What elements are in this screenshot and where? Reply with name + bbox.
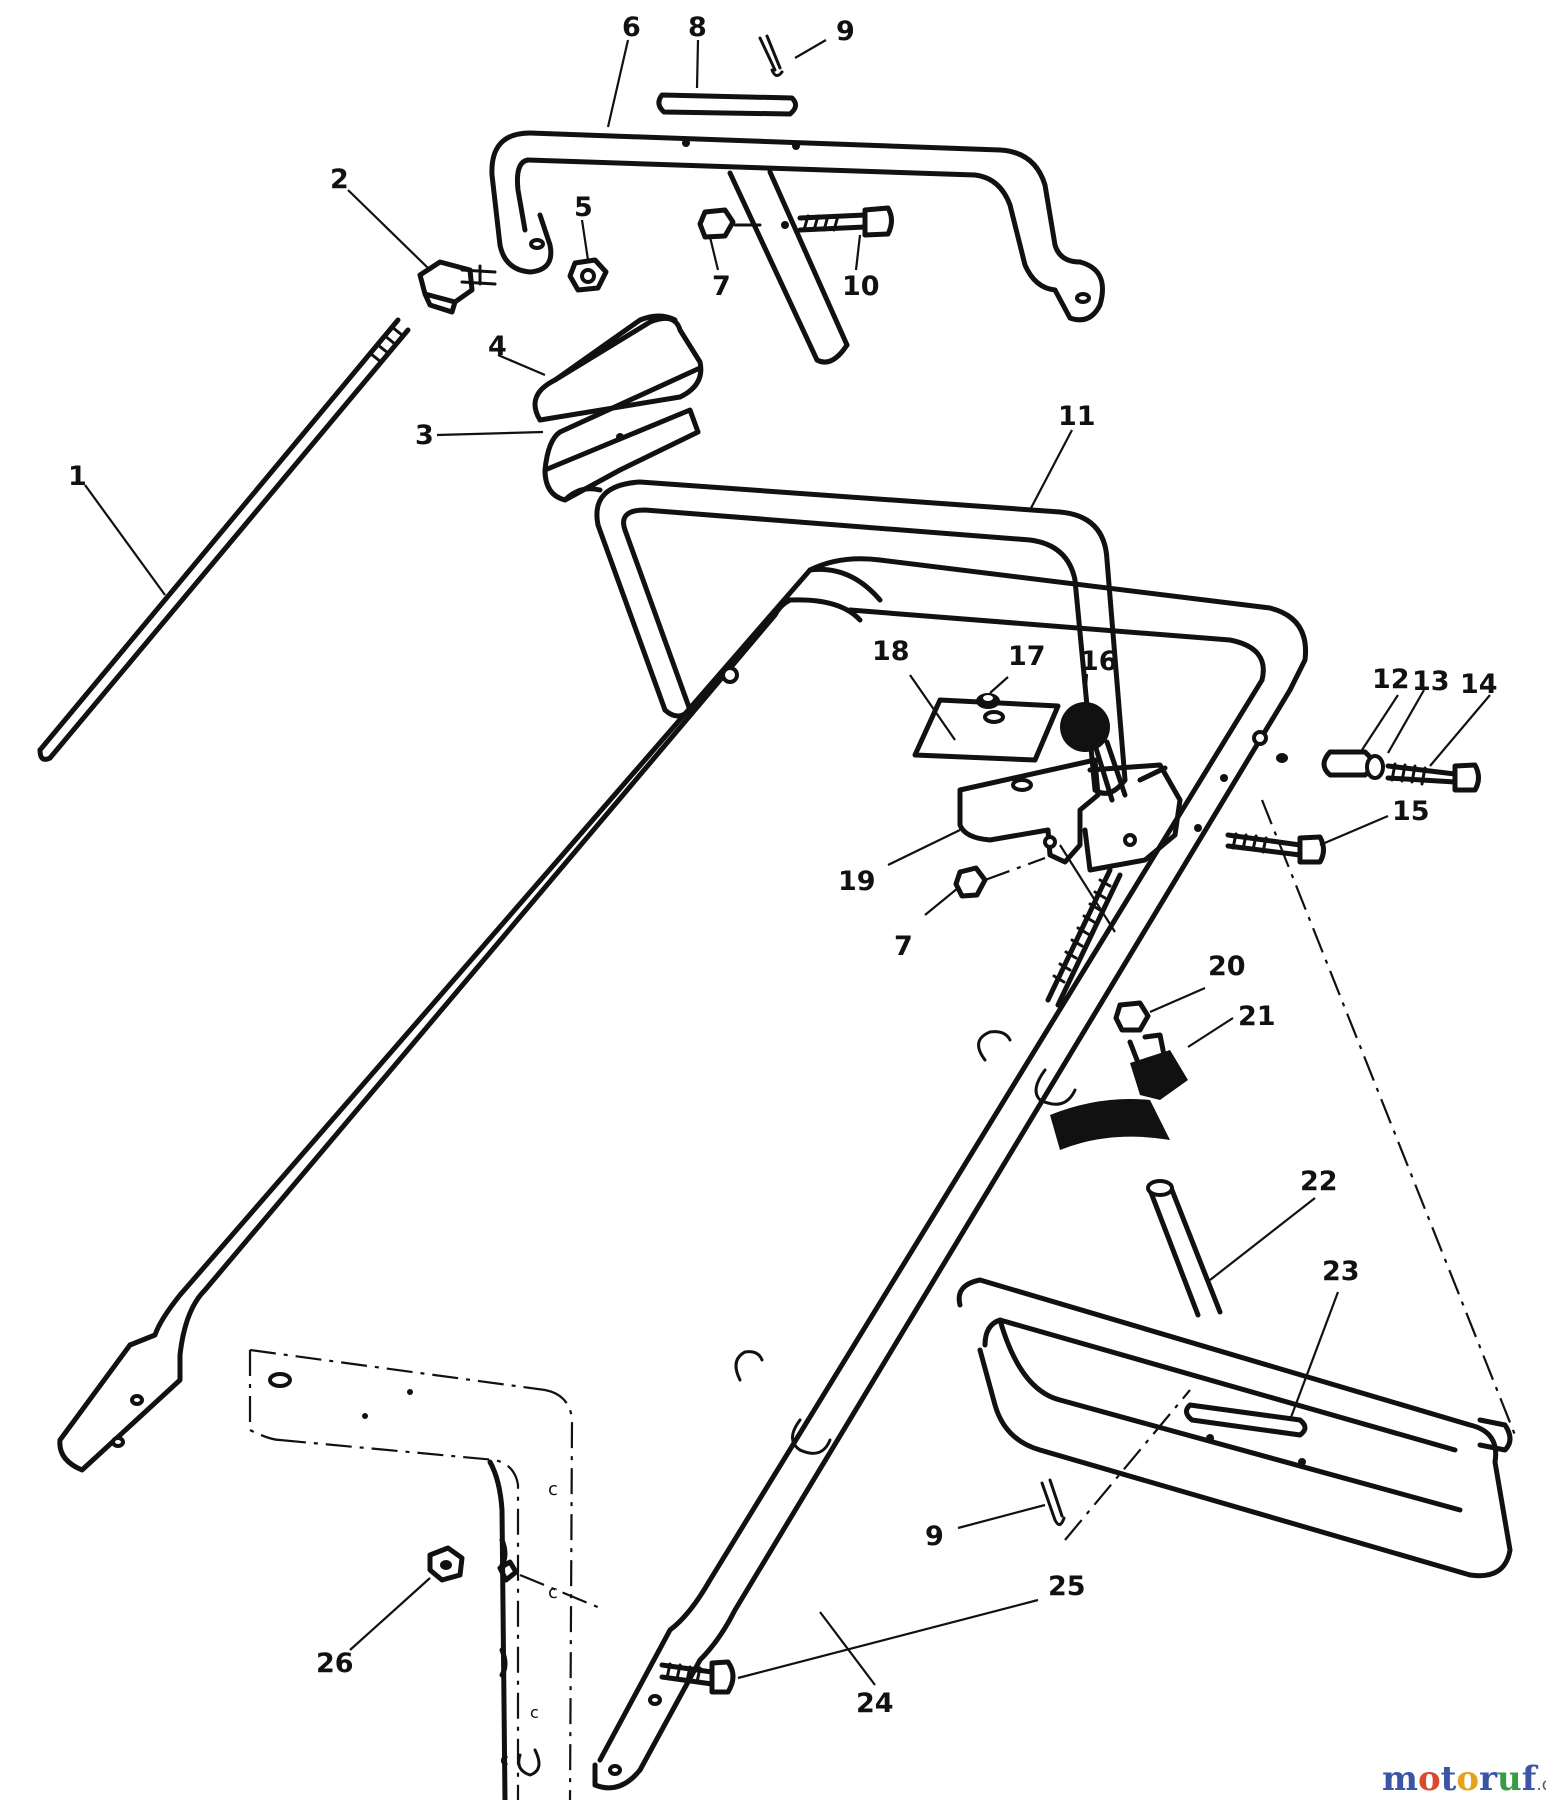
callout-25: 25: [1048, 1571, 1086, 1602]
nut-7-top: [697, 207, 762, 240]
cotter-pin-top: [758, 34, 784, 77]
callout-2: 2: [330, 164, 349, 195]
throttle-bracket-19: [957, 757, 1183, 873]
callout-14: 14: [1460, 669, 1498, 700]
callout-13: 13: [1412, 666, 1450, 697]
callout-6: 6: [622, 12, 641, 43]
switch-21: [1050, 1032, 1188, 1150]
main-handle-frame: [57, 556, 1309, 1791]
callout-22: 22: [1300, 1166, 1338, 1197]
bail-22: [956, 1179, 1513, 1579]
callout-11: 11: [1058, 401, 1096, 432]
callout-19: 19: [838, 866, 876, 897]
callout-8: 8: [688, 12, 707, 43]
bolt-25: [659, 1659, 736, 1695]
svg-text:c: c: [548, 1582, 558, 1603]
callout-23: 23: [1322, 1256, 1360, 1287]
callout-9-lower: 9: [925, 1521, 944, 1552]
leader-lines: [84, 39, 1491, 1686]
upper-handle: [489, 130, 1105, 365]
assembly-line-right: [1260, 799, 1517, 1436]
callout-18: 18: [872, 636, 910, 667]
control-rod: [37, 317, 411, 762]
mower-deck-corner: c c c c: [248, 1348, 574, 1800]
bolt-15: [1225, 832, 1326, 865]
assembly-line-pin: [1064, 1389, 1191, 1541]
watermark-logo: motoruf.de: [1382, 1759, 1546, 1799]
washer-13: [1365, 754, 1385, 780]
svg-text:c: c: [530, 1703, 539, 1722]
callout-7-lower: 7: [894, 931, 913, 962]
plate: [656, 92, 798, 117]
svg-text:c: c: [548, 1479, 558, 1500]
callout-26: 26: [316, 1648, 354, 1679]
switch-nut-20: [1113, 1000, 1151, 1033]
callout-labels: 1 2 3 4 5 6 7 7 8 9 9 10 11 12 13 14 15 …: [68, 12, 1498, 1719]
callout-21: 21: [1238, 1001, 1276, 1032]
throttle-plate-18: [912, 697, 1061, 763]
svg-text:motoruf.de: motoruf.de: [1382, 1759, 1546, 1799]
cable-clip-24: [734, 1350, 832, 1455]
bolt-10: [781, 205, 894, 238]
svg-text:c: c: [500, 1750, 509, 1769]
plate-23: [1184, 1402, 1308, 1466]
callout-15: 15: [1392, 796, 1430, 827]
callout-3: 3: [415, 420, 434, 451]
callout-9-top: 9: [836, 16, 855, 47]
lockwasher-17: [976, 693, 1000, 709]
bolt-14: [1385, 762, 1481, 793]
nut-7-lower: [953, 856, 1046, 899]
callout-12: 12: [1372, 664, 1410, 695]
callout-16: 16: [1080, 646, 1118, 677]
cotter-pin-lower: [1040, 1478, 1066, 1526]
handle-bail: [594, 479, 1128, 796]
callout-4: 4: [488, 331, 507, 362]
callout-1: 1: [68, 461, 87, 492]
callout-10: 10: [842, 271, 880, 302]
throttle-cable: [1045, 844, 1123, 1008]
callout-5: 5: [574, 192, 593, 223]
callout-24: 24: [856, 1688, 894, 1719]
grip-and-clamp: [532, 313, 704, 503]
callout-17: 17: [1008, 641, 1046, 672]
callout-7-top: 7: [712, 271, 731, 302]
nut-26: [427, 1545, 601, 1610]
bolt-2: [417, 259, 497, 315]
callout-20: 20: [1208, 951, 1246, 982]
nut-5: [567, 257, 609, 293]
cable-clip-upper: [977, 1030, 1077, 1106]
spacer-12: [1276, 749, 1375, 778]
